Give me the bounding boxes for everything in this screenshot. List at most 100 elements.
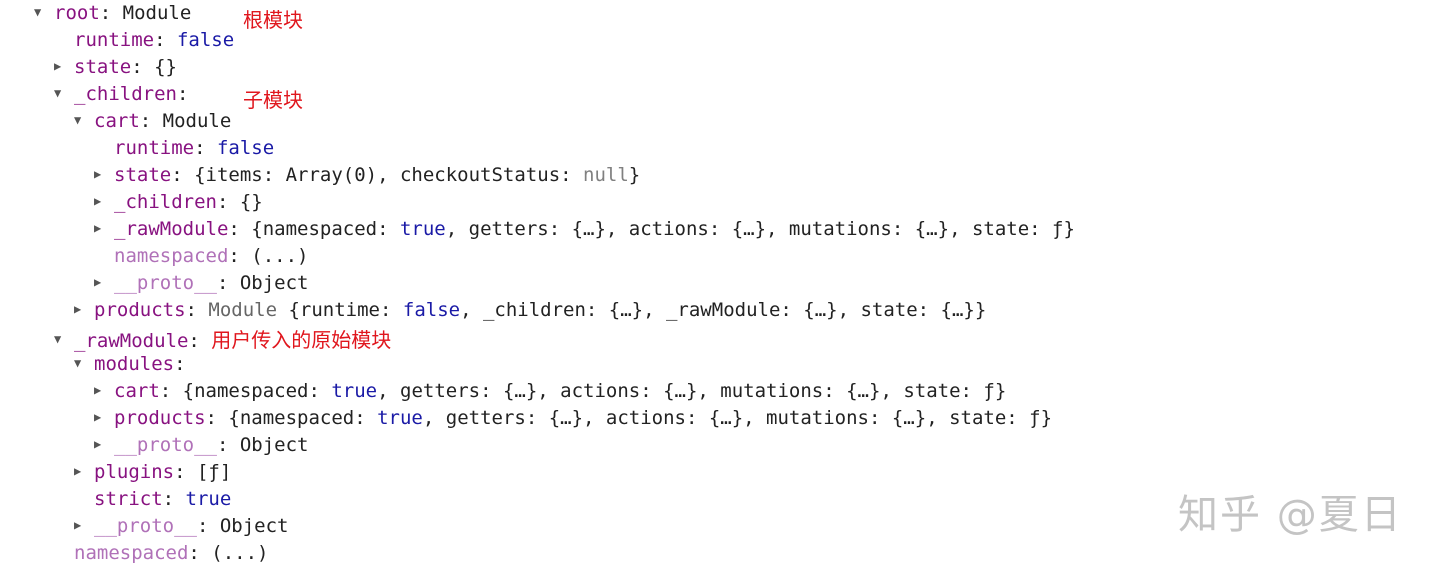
tree-row-root-state[interactable]: state: {} [54, 54, 177, 81]
property-name: runtime [114, 137, 195, 159]
property-value: , getters: {…}, actions: {…}, mutations:… [445, 218, 1075, 240]
tree-row-root-runtime: runtime: false [54, 27, 234, 54]
tree-row-root-children[interactable]: _children: [54, 81, 188, 108]
property-value: , getters: {…}, actions: {…}, mutations:… [377, 380, 1007, 402]
collapsed-triangle-icon[interactable] [94, 432, 114, 459]
tree-row-cart-proto[interactable]: __proto__: Object [94, 270, 308, 297]
property-name: namespaced [74, 542, 189, 564]
tree-row-modules-proto[interactable]: __proto__: Object [94, 432, 308, 459]
property-value: : [162, 488, 186, 510]
collapsed-triangle-icon[interactable] [74, 297, 94, 324]
property-name: __proto__ [114, 434, 217, 456]
property-value: false [176, 29, 235, 51]
property-name: cart [94, 110, 140, 132]
property-name: modules [94, 353, 175, 375]
property-value: null [583, 164, 629, 186]
property-name: products [94, 299, 186, 321]
property-value: : (...) [188, 542, 269, 564]
tree-row-rawmodule-strict: strict: true [74, 486, 231, 513]
property-value: : [ƒ] [174, 461, 232, 483]
tree-row-root-rawmodule[interactable]: _rawModule: 用户传入的原始模块 [54, 327, 391, 354]
tree-row-modules-products[interactable]: products: {namespaced: true, getters: {…… [94, 405, 1052, 432]
expanded-triangle-icon[interactable] [34, 0, 54, 27]
property-value: : [139, 110, 163, 132]
tree-row-modules-cart[interactable]: cart: {namespaced: true, getters: {…}, a… [94, 378, 1006, 405]
property-value: Module [208, 299, 278, 321]
raw-module-annotation: 用户传入的原始模块 [211, 328, 392, 352]
zhihu-watermark: 知乎 @夏日 [1178, 492, 1403, 538]
property-value: : {} [131, 56, 177, 78]
property-value: , _children: {…}, _rawModule: {…}, state… [460, 299, 987, 321]
tree-row-root-namespaced: namespaced: (...) [54, 540, 268, 567]
tree-row-cart-rawmodule[interactable]: _rawModule: {namespaced: true, getters: … [94, 216, 1075, 243]
tree-row-cart-namespaced: namespaced: (...) [94, 243, 308, 270]
property-value: } [628, 164, 641, 186]
tree-row-root-node[interactable]: root: Module [34, 0, 191, 27]
property-value: : {namespaced: [205, 407, 378, 429]
collapsed-triangle-icon[interactable] [94, 270, 114, 297]
property-value: : Object [216, 434, 309, 456]
expanded-triangle-icon[interactable] [54, 81, 74, 108]
property-name: cart [114, 380, 160, 402]
collapsed-triangle-icon[interactable] [74, 513, 94, 540]
tree-row-cart-module[interactable]: cart: Module [74, 108, 231, 135]
property-value: : {} [216, 191, 263, 213]
tree-row-products-module[interactable]: products: Module {runtime: false, _child… [74, 297, 986, 324]
property-value: : {namespaced: [159, 380, 332, 402]
property-value: true [331, 380, 378, 402]
property-value: : [188, 330, 212, 352]
property-name: namespaced [114, 245, 229, 267]
property-name: __proto__ [94, 515, 197, 537]
tree-row-rawmodule-modules[interactable]: modules: [74, 351, 186, 378]
property-value: : [185, 299, 209, 321]
property-name: root [54, 2, 100, 24]
property-value: false [402, 299, 461, 321]
property-value: : Object [196, 515, 289, 537]
collapsed-triangle-icon[interactable] [74, 459, 94, 486]
child-module-annotation: 子模块 [243, 88, 303, 112]
property-name: state [114, 164, 172, 186]
collapsed-triangle-icon[interactable] [94, 216, 114, 243]
tree-row-cart-runtime: runtime: false [94, 135, 274, 162]
property-value: : [194, 137, 217, 159]
expanded-triangle-icon[interactable] [74, 108, 94, 135]
expanded-triangle-icon[interactable] [74, 351, 94, 378]
tree-row-rawmodule-plugins[interactable]: plugins: [ƒ] [74, 459, 231, 486]
property-name: _children [74, 83, 177, 105]
property-value: true [185, 488, 232, 510]
property-value: true [399, 218, 446, 240]
property-value: : Object [216, 272, 309, 294]
tree-row-cart-state[interactable]: state: {items: Array(0), checkoutStatus:… [94, 162, 640, 189]
property-name: products [114, 407, 206, 429]
collapsed-triangle-icon[interactable] [94, 378, 114, 405]
property-name: strict [94, 488, 163, 510]
property-name: _rawModule [114, 218, 229, 240]
property-value: : [174, 353, 186, 375]
tree-row-rawmodule-proto[interactable]: __proto__: Object [74, 513, 288, 540]
property-value: , getters: {…}, actions: {…}, mutations:… [422, 407, 1053, 429]
property-value: true [377, 407, 423, 429]
property-name: runtime [74, 29, 155, 51]
collapsed-triangle-icon[interactable] [94, 189, 114, 216]
property-name: __proto__ [114, 272, 217, 294]
collapsed-triangle-icon[interactable] [54, 54, 74, 81]
property-value: : (...) [228, 245, 309, 267]
collapsed-triangle-icon[interactable] [94, 162, 114, 189]
property-value: Module [122, 2, 192, 24]
property-value: : {namespaced: [228, 218, 400, 240]
property-value: : [99, 2, 123, 24]
property-name: plugins [94, 461, 175, 483]
tree-row-cart-children[interactable]: _children: {} [94, 189, 263, 216]
property-name: state [74, 56, 132, 78]
property-value: : {items: Array(0), checkoutStatus: [171, 164, 584, 186]
property-value: Module [162, 110, 232, 132]
property-name: _children [114, 191, 217, 213]
collapsed-triangle-icon[interactable] [94, 405, 114, 432]
property-value: {runtime: [277, 299, 403, 321]
property-name: _rawModule [74, 330, 189, 352]
property-value: : [176, 83, 189, 105]
property-value: : [154, 29, 177, 51]
root-module-annotation: 根模块 [243, 8, 303, 32]
expanded-triangle-icon[interactable] [54, 327, 74, 354]
property-value: false [216, 137, 275, 159]
